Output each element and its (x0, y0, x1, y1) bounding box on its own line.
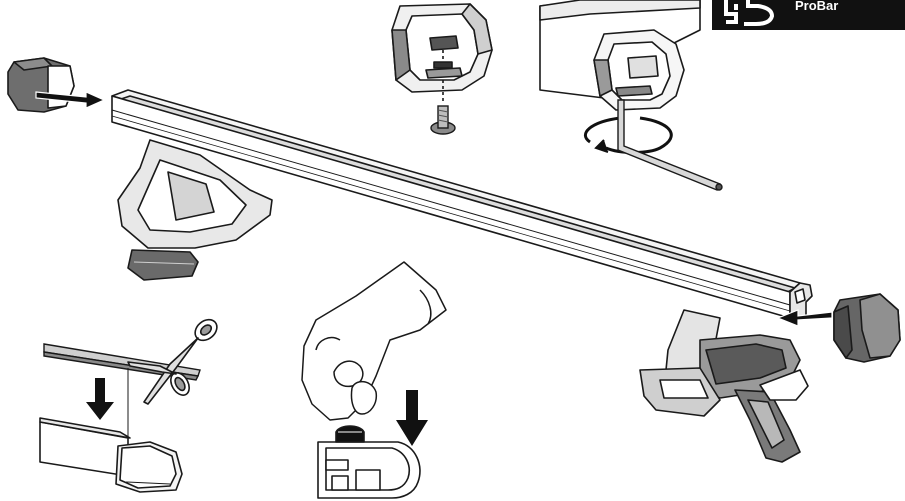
end-cap-cutaway-icon (391, 3, 493, 104)
brand-logo-icon (724, 0, 775, 26)
end-cap-left-icon (7, 57, 75, 113)
arrow-down-icon-2 (396, 390, 428, 446)
bar-end-cutaway-icon (539, 0, 701, 111)
scissors-icon (127, 318, 218, 405)
right-foot (639, 309, 809, 463)
brand-badge: ProBar (712, 0, 905, 30)
left-foot (117, 139, 273, 281)
product-label: ProBar (795, 0, 839, 13)
hand-icon (301, 261, 447, 421)
allen-key-icon (617, 99, 723, 191)
arrow-left-icon (776, 309, 833, 327)
roof-bar (111, 89, 813, 319)
bar-profile-icon (317, 425, 421, 499)
end-cap-right-icon (833, 293, 901, 363)
arrow-right-icon (35, 91, 106, 109)
t-bolt-icon (430, 105, 456, 135)
bar-end-icon (39, 417, 183, 493)
rotate-arrow-icon (583, 116, 673, 154)
arrow-down-icon (86, 378, 114, 420)
